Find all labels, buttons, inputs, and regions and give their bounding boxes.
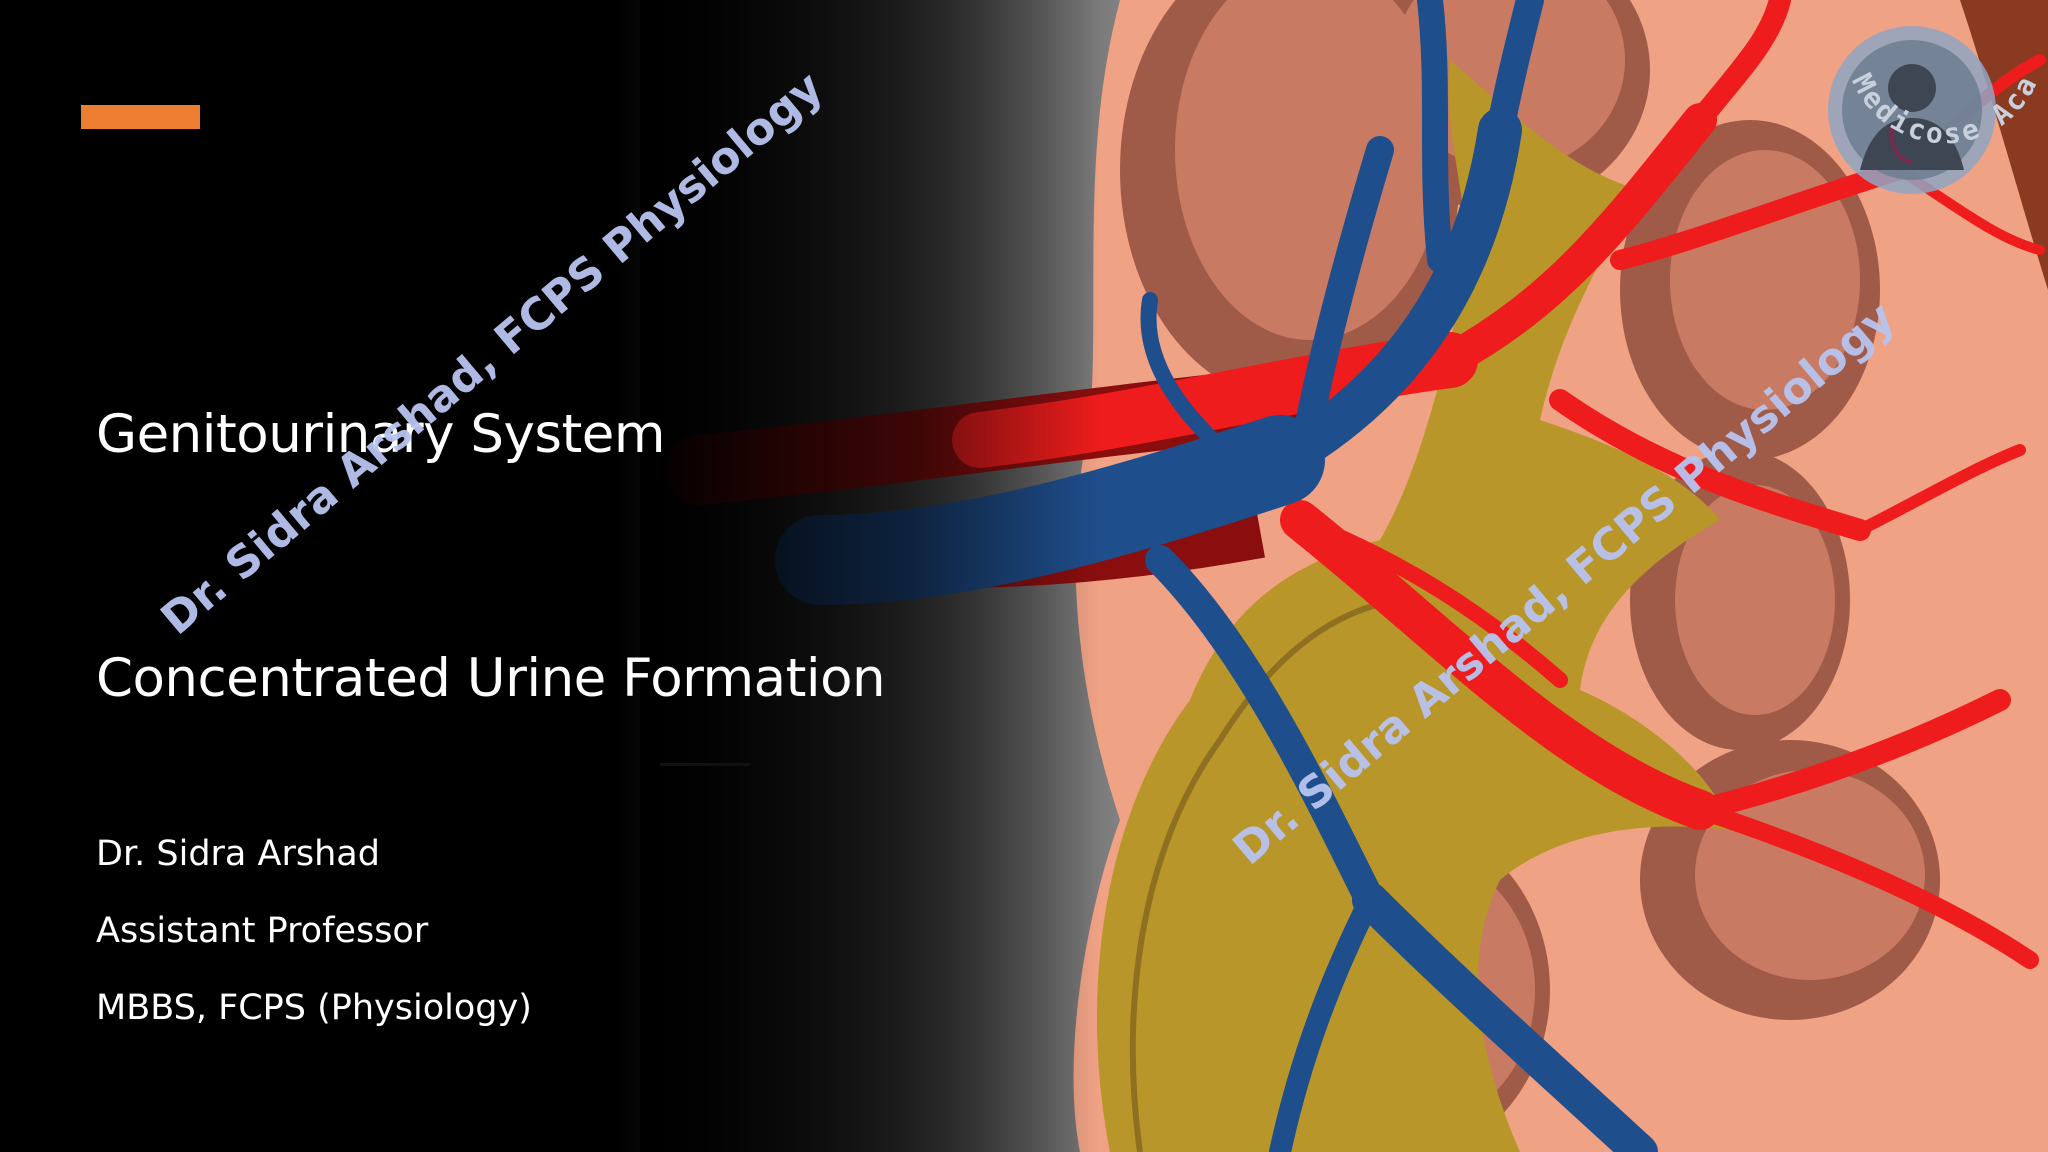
title-line-2: Concentrated Urine Formation [96, 648, 886, 709]
presenter-name: Dr. Sidra Arshad [96, 834, 380, 874]
doctor-avatar-icon [1828, 26, 1996, 194]
presenter-qualifications: MBBS, FCPS (Physiology) [96, 988, 532, 1028]
medicose-academics-logo: Medicose Academics [1800, 10, 2042, 194]
title-line-1: Genitourinary System [96, 404, 666, 465]
divider [660, 763, 750, 766]
presenter-role: Assistant Professor [96, 911, 429, 951]
accent-bar [81, 105, 200, 129]
